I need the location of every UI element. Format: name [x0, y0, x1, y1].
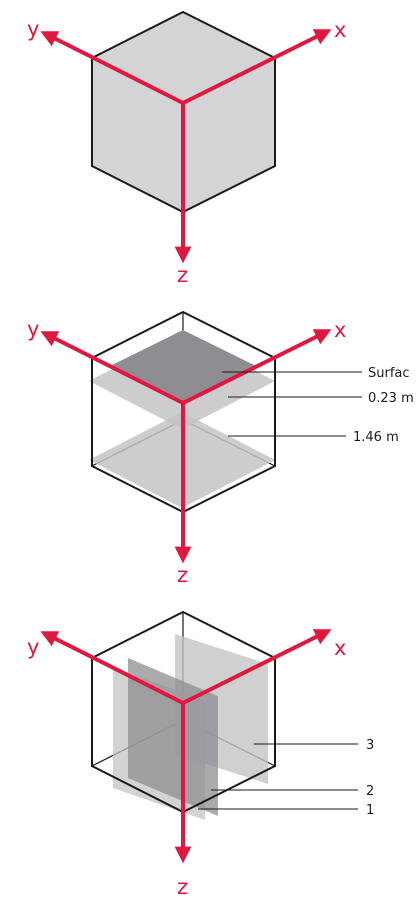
axes: [40, 329, 332, 564]
panel-3-vertical-planes: x y z 3 2 1: [27, 610, 374, 899]
y-axis-label: y: [27, 635, 39, 659]
x-axis-label: x: [334, 18, 346, 42]
x-axis-arrow: [182, 329, 332, 405]
x-axis-arrow: [182, 29, 332, 105]
z-axis-label: z: [177, 563, 188, 587]
y-axis-arrow: [40, 331, 184, 405]
plane-label-1: 1: [366, 803, 374, 818]
y-axis-arrow: [40, 31, 184, 105]
panel-2-horizontal-planes: x y z Surfac 0.23 m 1.46 m: [27, 310, 414, 587]
depth-label-0-23: 0.23 m: [368, 391, 414, 406]
y-axis-label: y: [27, 17, 39, 41]
depth-label-1-46: 1.46 m: [353, 430, 399, 445]
x-axis-label: x: [334, 636, 346, 660]
panel-1-solid-cube: x y z: [27, 10, 346, 287]
y-axis-arrow: [40, 631, 184, 705]
x-axis-label: x: [334, 318, 346, 342]
axes: [40, 629, 332, 864]
y-axis-label: y: [27, 317, 39, 341]
x-axis-arrow: [182, 629, 332, 705]
z-axis-label: z: [177, 875, 188, 899]
axes: [40, 29, 332, 264]
plane-label-2: 2: [366, 784, 374, 799]
leader-lines: [198, 743, 358, 810]
leader-lines: [222, 371, 362, 437]
z-axis-label: z: [177, 263, 188, 287]
surface-label: Surfac: [368, 366, 410, 381]
plane-label-3: 3: [366, 738, 374, 753]
